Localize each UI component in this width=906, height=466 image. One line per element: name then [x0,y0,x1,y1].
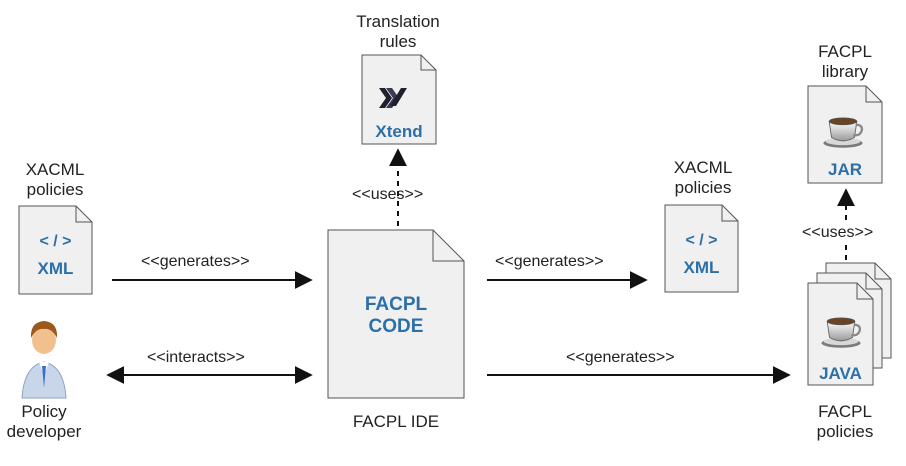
uses-jar-label: <<uses>> [800,224,876,242]
generates-xml-label: <<generates>> [495,253,604,270]
xtend-logo-icon [379,88,407,108]
translation-rules-label: Translation rules [356,12,440,51]
xacml-output-label: XACML policies [673,158,733,197]
generates-java-label: <<generates>> [566,349,675,366]
xml-input-document [18,205,93,295]
interacts-label: <<interacts>> [147,349,245,366]
generates-left-label: <<generates>> [141,253,250,270]
xml-output-document [664,204,739,293]
policy-developer-label: Policy developer [6,402,82,441]
xml-input-doc-text: XML [37,259,74,278]
person-icon [21,321,67,399]
xml-input-code-text: < / > [39,233,72,250]
xml-output-doc-text: XML [683,258,720,277]
java-doc-text: JAVA [819,364,862,383]
facpl-code-document [327,229,465,399]
xml-output-code-text: < / > [685,232,718,249]
xacml-input-label: XACML policies [25,160,85,199]
facpl-code-text: FACPL CODE [364,294,428,337]
facpl-policies-label: FACPL policies [816,402,874,441]
xtend-doc-text: Xtend [375,122,423,141]
facpl-library-label: FACPL library [818,42,872,81]
facpl-ide-label: FACPL IDE [352,412,440,431]
uses-xtend-label: <<uses>> [352,186,424,203]
jar-doc-text: JAR [827,160,862,179]
